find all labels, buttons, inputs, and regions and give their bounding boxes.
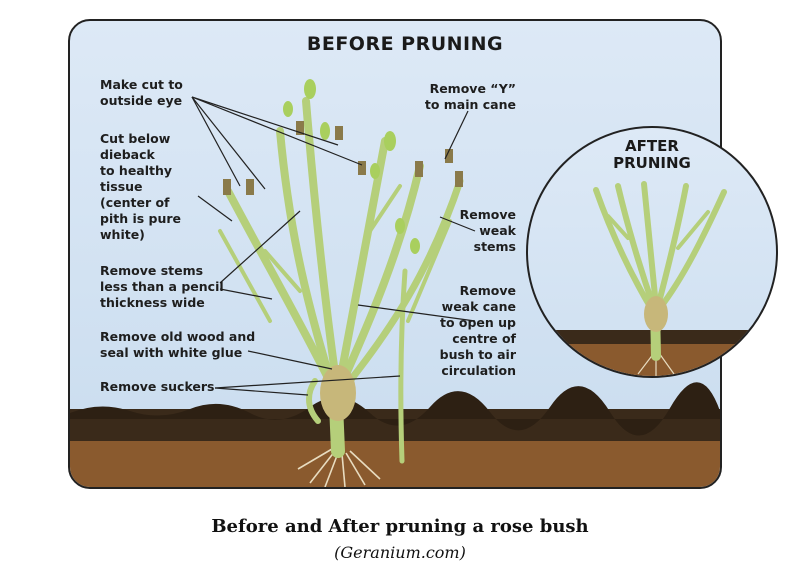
roots bbox=[297, 448, 381, 487]
after-pruning-illustration bbox=[528, 181, 776, 376]
bud-union bbox=[320, 365, 356, 421]
cane-cut-ends bbox=[223, 121, 463, 195]
label-remove-old-wood: Remove old wood and seal with white glue bbox=[100, 329, 256, 360]
label-remove-stems: Remove stems less than a pencil thicknes… bbox=[100, 263, 224, 310]
label-remove-suckers: Remove suckers bbox=[100, 379, 215, 394]
before-pruning-title: BEFORE PRUNING bbox=[306, 33, 504, 55]
label-remove-weak-stems: Remove weak stems bbox=[459, 207, 516, 254]
before-pruning-illustration bbox=[70, 79, 720, 487]
caption-source: (Geranium.com) bbox=[334, 543, 466, 562]
after-pruning-title: AFTER PRUNING bbox=[613, 137, 691, 172]
label-cut-below-dieback: Cut below dieback to healthy tissue (cen… bbox=[100, 131, 182, 242]
leaves bbox=[283, 79, 420, 254]
label-remove-weak-cane: Remove weak cane to open up centre of bu… bbox=[439, 283, 516, 378]
caption-title: Before and After pruning a rose bush bbox=[211, 516, 589, 537]
after-pruning-inset: AFTER PRUNING bbox=[526, 126, 778, 378]
label-remove-y: Remove “Y” to main cane bbox=[424, 81, 516, 112]
leader-lines bbox=[191, 96, 476, 396]
label-make-cut: Make cut to outside eye bbox=[100, 77, 183, 108]
